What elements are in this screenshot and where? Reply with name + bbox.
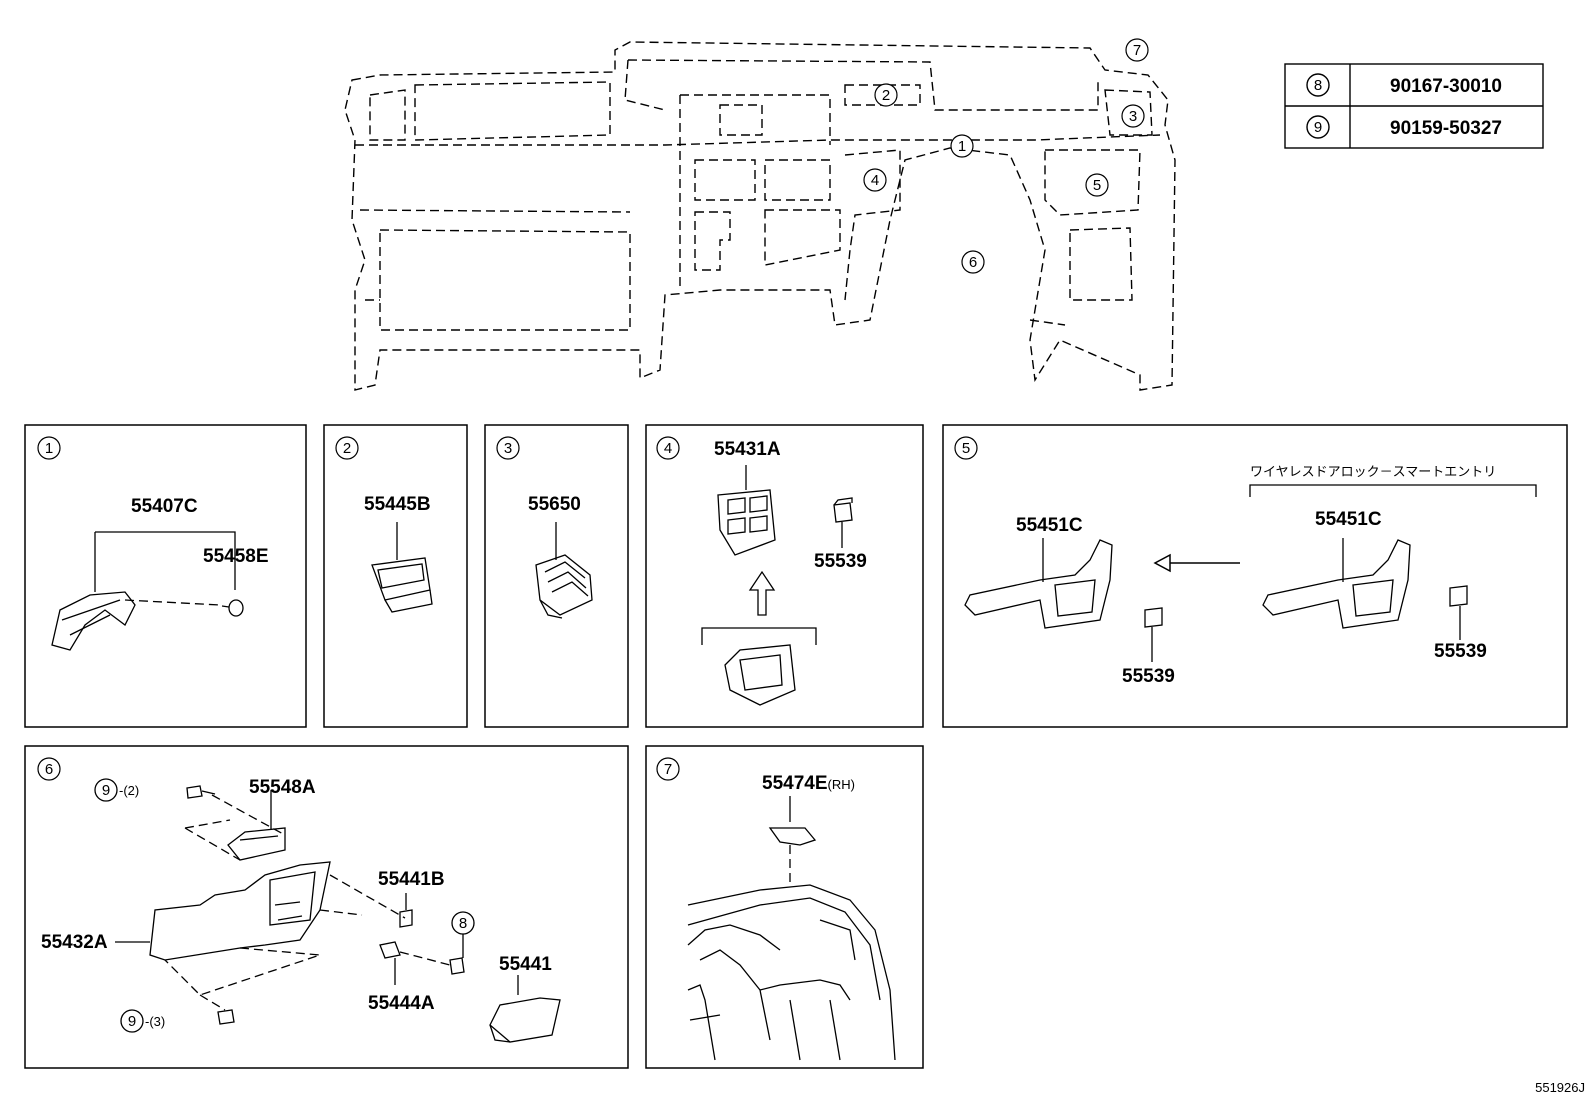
panel-frames — [24, 424, 1568, 1069]
panel-2-ref: 2 — [343, 440, 351, 457]
callout-1: 1 — [958, 138, 966, 155]
part-55451C-left: 55451C — [1016, 515, 1083, 536]
diagram-id: 551926J — [1535, 1080, 1585, 1095]
fastener-qty-3: -(3) — [145, 1014, 165, 1029]
part-55474E-suffix: (RH) — [828, 777, 855, 792]
part-55548A: 55548A — [249, 777, 316, 798]
table-ref-8: 8 — [1314, 77, 1322, 94]
part-55441B: 55441B — [378, 869, 445, 890]
callout-5: 5 — [1093, 177, 1101, 194]
part-55474E-number: 55474E — [762, 773, 828, 794]
panel-7-frame — [645, 745, 924, 1069]
panel-6-drawing — [94, 778, 561, 1043]
table-part-9: 90159-50327 — [1390, 118, 1502, 139]
callout-6: 6 — [969, 254, 977, 271]
panel-3-drawing — [535, 522, 593, 619]
fastener-ref-8: 8 — [459, 915, 467, 932]
panel-7-ref: 7 — [664, 761, 672, 778]
dashboard-overview — [344, 41, 1176, 391]
panel-5-ref: 5 — [962, 440, 970, 457]
panel-3-ref: 3 — [504, 440, 512, 457]
part-55431A: 55431A — [714, 439, 781, 460]
panel-1-drawing — [51, 531, 244, 651]
part-55441: 55441 — [499, 954, 552, 975]
table-ref-9: 9 — [1314, 119, 1322, 136]
callout-7: 7 — [1133, 42, 1141, 59]
panel-4-frame — [645, 424, 924, 728]
part-55650: 55650 — [528, 494, 581, 515]
panel-4-drawing — [701, 465, 853, 706]
part-55539-p4: 55539 — [814, 551, 867, 572]
part-55474E: 55474E(RH) — [762, 773, 855, 794]
panel-4-ref: 4 — [664, 440, 672, 457]
panel-1-frame — [24, 424, 307, 728]
fastener-ref-9-top: 9 — [102, 782, 110, 799]
panel-6-ref: 6 — [45, 761, 53, 778]
fastener-qty-2: -(2) — [119, 783, 139, 798]
panel-3-frame — [484, 424, 629, 728]
panel-1-ref: 1 — [45, 440, 53, 457]
part-55432A: 55432A — [41, 932, 108, 953]
part-55445B: 55445B — [364, 494, 431, 515]
smart-entry-note: ワイヤレスドアロック－スマートエントリ — [1250, 464, 1496, 479]
part-55407C: 55407C — [131, 496, 198, 517]
panel-7-drawing — [687, 796, 896, 1061]
part-55539-right: 55539 — [1434, 641, 1487, 662]
part-55458E: 55458E — [203, 546, 269, 567]
panel-2-frame — [323, 424, 468, 728]
callout-2: 2 — [882, 87, 890, 104]
part-55444A: 55444A — [368, 993, 435, 1014]
part-55451C-right: 55451C — [1315, 509, 1382, 530]
overview-callouts — [863, 38, 1149, 274]
fastener-ref-9-bottom: 9 — [128, 1013, 136, 1030]
panel-5-drawing — [964, 484, 1537, 662]
callout-3: 3 — [1129, 108, 1137, 125]
panel-2-drawing — [371, 522, 433, 613]
panel-ref-circles — [37, 436, 978, 781]
part-55539-left: 55539 — [1122, 666, 1175, 687]
panel-5-frame — [942, 424, 1568, 728]
panel-6-frame — [24, 745, 629, 1069]
fastener-table — [1284, 63, 1544, 149]
table-part-8: 90167-30010 — [1390, 76, 1502, 97]
callout-4: 4 — [871, 172, 879, 189]
